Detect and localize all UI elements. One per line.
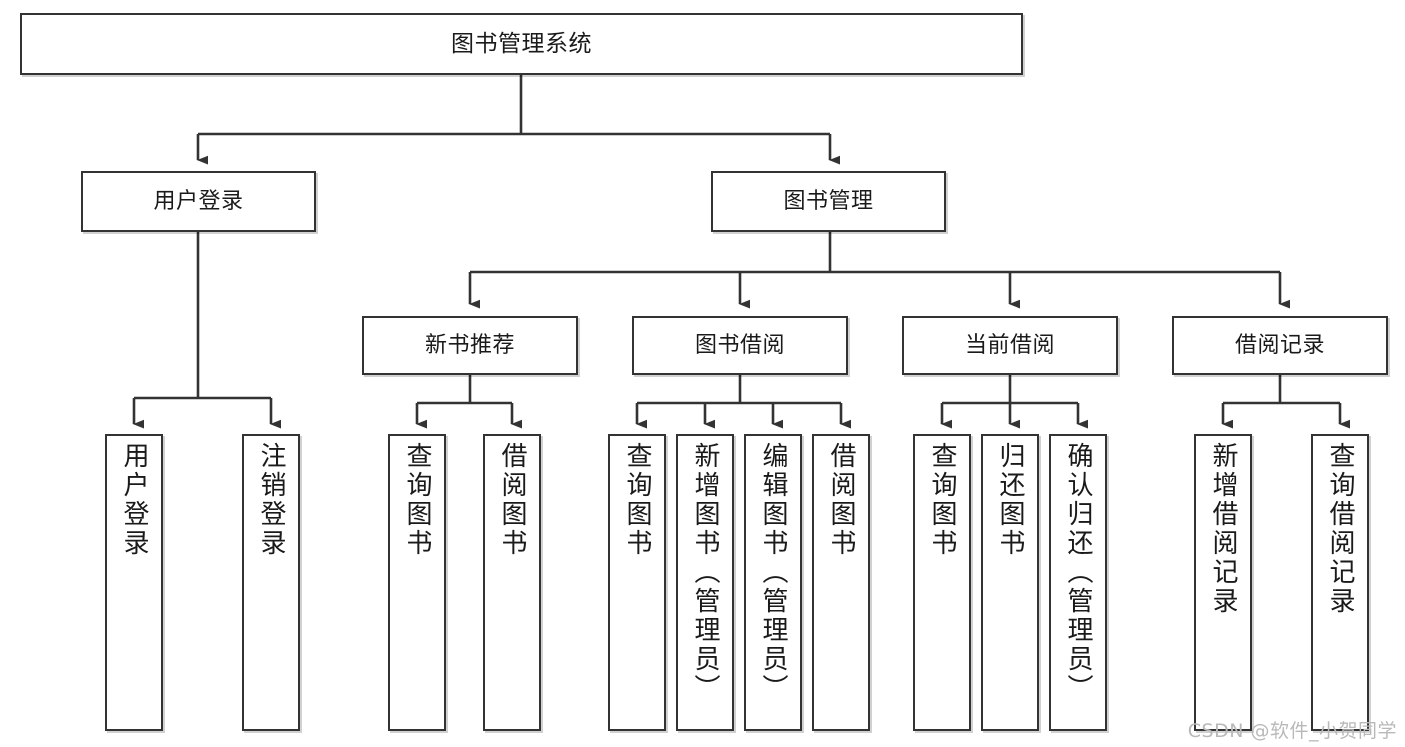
leaf-label: 查询图书: [927, 442, 957, 558]
node-book-borrow-label: 图书借阅: [694, 332, 785, 358]
node-user-login-label: 用户登录: [153, 188, 244, 214]
leaf-current-borrow-confirm-return[interactable]: 确认归还（管理员）: [1049, 434, 1107, 731]
leaf-label: 归还图书: [995, 442, 1025, 558]
node-book-management[interactable]: 图书管理: [711, 171, 946, 232]
node-root[interactable]: 图书管理系统: [20, 13, 1023, 75]
leaf-book-borrow-borrow[interactable]: 借阅图书: [812, 434, 870, 731]
leaf-label: 用户登录: [119, 442, 149, 558]
leaf-label: 编辑图书（管理员）: [758, 442, 788, 703]
leaf-new-book-borrow[interactable]: 借阅图书: [483, 434, 541, 731]
node-user-login[interactable]: 用户登录: [81, 171, 316, 232]
leaf-label: 借阅图书: [826, 442, 856, 558]
node-borrow-record[interactable]: 借阅记录: [1172, 316, 1388, 375]
leaf-borrow-record-query[interactable]: 查询借阅记录: [1311, 434, 1369, 731]
node-root-label: 图书管理系统: [451, 30, 592, 57]
leaf-new-book-query[interactable]: 查询图书: [388, 434, 446, 731]
leaf-current-borrow-return[interactable]: 归还图书: [981, 434, 1039, 731]
leaf-label: 查询图书: [402, 442, 432, 558]
node-new-book-recommend-label: 新书推荐: [424, 332, 515, 358]
leaf-label: 注销登录: [256, 442, 286, 558]
node-book-management-label: 图书管理: [783, 188, 874, 214]
node-book-borrow[interactable]: 图书借阅: [632, 316, 848, 375]
leaf-label: 新增图书（管理员）: [690, 442, 720, 703]
leaf-book-borrow-add[interactable]: 新增图书（管理员）: [676, 434, 734, 731]
leaf-borrow-record-add[interactable]: 新增借阅记录: [1194, 434, 1252, 731]
leaf-label: 确认归还（管理员）: [1063, 442, 1093, 703]
leaf-current-borrow-query[interactable]: 查询图书: [913, 434, 971, 731]
node-current-borrow[interactable]: 当前借阅: [902, 316, 1118, 375]
leaf-book-borrow-query[interactable]: 查询图书: [608, 434, 666, 731]
leaf-book-borrow-edit[interactable]: 编辑图书（管理员）: [744, 434, 802, 731]
node-borrow-record-label: 借阅记录: [1234, 332, 1325, 358]
node-new-book-recommend[interactable]: 新书推荐: [362, 316, 578, 375]
leaf-label: 新增借阅记录: [1208, 442, 1238, 616]
watermark: CSDN @软件_小贺同学: [1187, 720, 1397, 742]
leaf-label: 查询图书: [622, 442, 652, 558]
leaf-label: 借阅图书: [497, 442, 527, 558]
leaf-user-login-login[interactable]: 用户登录: [105, 434, 163, 731]
leaf-user-login-logout[interactable]: 注销登录: [242, 434, 300, 731]
node-current-borrow-label: 当前借阅: [964, 332, 1055, 358]
leaf-label: 查询借阅记录: [1325, 442, 1355, 616]
